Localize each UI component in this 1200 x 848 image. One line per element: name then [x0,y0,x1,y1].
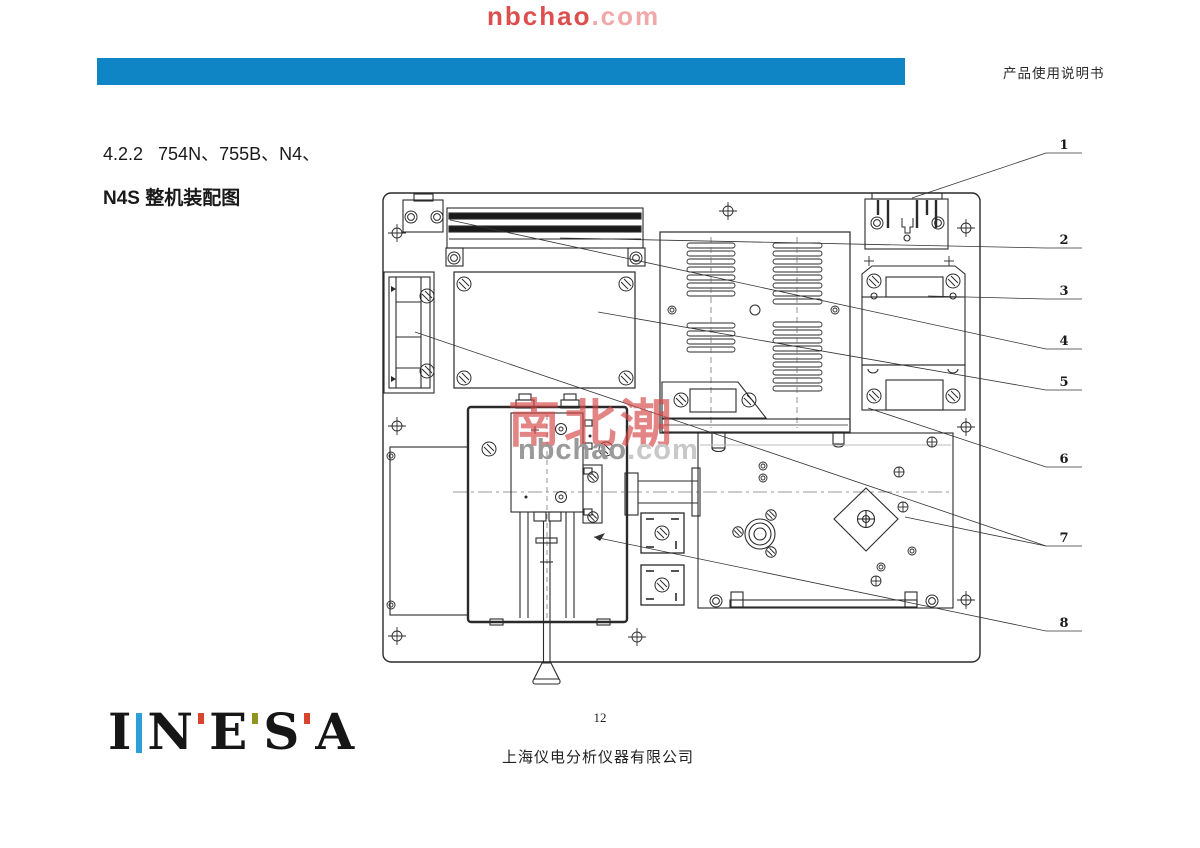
section-heading-line2: N4S 整机装配图 [103,188,241,209]
callout-label-5: 5 [1059,375,1068,390]
callout-2 [559,237,1082,249]
vent-cover [659,231,851,434]
top-watermark: nbchao.com [487,1,660,32]
callout-1 [911,152,1082,199]
page-number: 12 [593,710,607,725]
motor-housing [386,446,469,616]
callout-label-6: 6 [1059,452,1068,467]
top-watermark-name: nbchao [487,1,592,31]
top-rail [445,207,646,267]
right-plate [697,432,954,609]
small-mount-2 [640,564,685,606]
header-accent-bar [97,58,905,85]
logo-letter-a: A [315,702,355,761]
center-watermark-brand: 南北潮 [508,397,677,454]
shaft [624,467,701,517]
section-heading-line1: 4.2.2 754N、755B、N4、 [103,144,321,164]
center-watermark-name: nbchao [518,434,628,466]
callout-3 [927,295,1082,300]
callout-label-3: 3 [1059,284,1068,299]
inesa-logo: I N E S A [108,702,355,761]
center-watermark-site: nbchao.com [518,434,699,467]
logo-bar-red-1 [198,713,205,724]
callout-label-7: 7 [1059,531,1068,546]
transformer [861,256,966,411]
callout-8 [593,533,1082,632]
callout-4 [449,219,1082,350]
top-watermark-tld: .com [591,1,661,31]
callout-label-2: 2 [1059,233,1068,248]
callout-numbers: 1 2 3 4 5 6 7 8 [1059,138,1068,631]
center-watermark-tld: .com [627,434,699,466]
callout-label-8: 8 [1059,616,1068,631]
diamond-mount [833,487,899,552]
callout-label-4: 4 [1059,334,1068,349]
company-name: 上海仪电分析仪器有限公司 [501,750,694,766]
index-circle-target [732,509,777,558]
logo-bar-red-2 [304,713,311,724]
left-louver-panel [383,271,435,394]
logo-letter-e: E [209,702,248,761]
logo-bar-blue [136,713,143,753]
callout-label-1: 1 [1059,138,1068,153]
doc-type-label: 产品使用说明书 [1003,66,1105,81]
logo-letter-n: N [147,702,194,761]
base-panel [382,192,981,663]
corner-bracket [402,193,444,233]
callout-6 [867,407,1082,468]
terminal-block [864,192,949,250]
cover-plate [453,271,636,389]
bottom-bar [729,591,918,608]
callout-5 [597,311,1082,391]
vent-bracket [661,381,768,419]
logo-letter-s: S [263,702,300,761]
logo-bar-olive [252,713,259,724]
crosshair-marks [387,201,976,647]
small-mount-1 [640,512,685,554]
callout-7 [414,331,1082,547]
logo-letter-i: I [108,702,132,761]
callout-leaders [414,152,1082,632]
